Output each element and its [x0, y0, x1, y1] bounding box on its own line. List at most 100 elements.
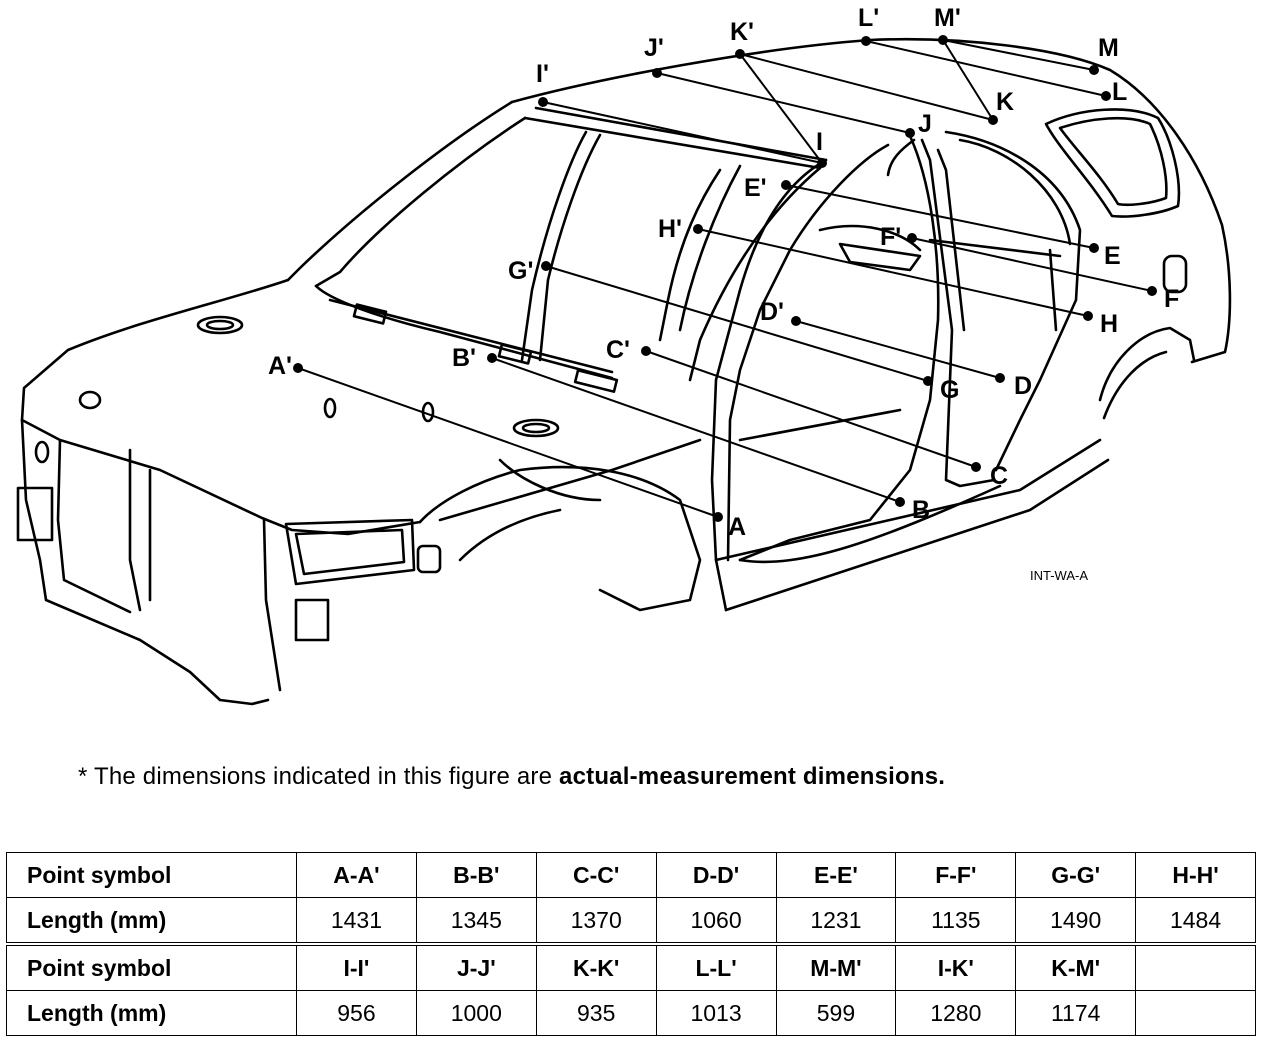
point-h-dot: [1083, 311, 1093, 321]
point-j-dot: [905, 128, 915, 138]
line-f: [911, 237, 1153, 292]
point-k-prime-dot: [735, 49, 745, 59]
length-cell: 1060: [655, 897, 777, 945]
length-cell: 1231: [775, 897, 897, 945]
length-cell: 956: [296, 990, 417, 1036]
symbol-cell: E-E': [775, 852, 897, 898]
dimensions-table: Point symbol A-A' B-B' C-C' D-D' E-E' F-…: [6, 852, 1256, 1036]
label-i: I: [816, 128, 823, 156]
label-d: D: [1014, 372, 1032, 400]
line-m: [942, 39, 1095, 71]
label-h-prime: H': [658, 215, 682, 243]
point-e-dot: [1089, 243, 1099, 253]
symbol-cell: L-L': [655, 942, 777, 991]
label-c: C: [990, 462, 1008, 490]
line-b: [491, 357, 901, 503]
empty-cell: [1135, 990, 1256, 1036]
point-m-dot: [1089, 65, 1099, 75]
label-b: B: [912, 496, 930, 524]
length-cell: 1280: [895, 990, 1017, 1036]
length-cell: 1370: [535, 897, 657, 945]
label-i-prime: I': [536, 60, 549, 88]
length-cell: 1431: [296, 897, 417, 945]
label-l: L: [1112, 78, 1127, 106]
length-cell: 1174: [1015, 990, 1137, 1036]
label-b-prime: B': [452, 344, 476, 372]
line-k: [739, 53, 994, 121]
label-e-prime: E': [744, 174, 767, 202]
label-h: H: [1100, 310, 1118, 338]
point-d-prime-dot: [791, 316, 801, 326]
point-e-prime-dot: [781, 180, 791, 190]
car-body-outline: [16, 37, 1232, 706]
point-m-prime-dot: [938, 35, 948, 45]
point-f-prime-dot: [907, 233, 917, 243]
symbol-cell: B-B': [415, 852, 537, 898]
line-d: [795, 320, 1001, 379]
symbol-row-1: Point symbol A-A' B-B' C-C' D-D' E-E' F-…: [6, 852, 1256, 898]
symbol-row-2: Point symbol I-I' J-J' K-K' L-L' M-M' I-…: [6, 942, 1256, 991]
empty-cell: [1135, 942, 1256, 991]
length-cell: 935: [535, 990, 657, 1036]
label-a-prime: A': [268, 352, 292, 380]
label-f-prime: F': [880, 223, 901, 251]
length-row-2: Length (mm) 956 1000 935 1013 599 1280 1…: [6, 990, 1256, 1036]
symbol-cell: A-A': [296, 852, 417, 898]
point-k-dot: [988, 115, 998, 125]
note-prefix: * The dimensions indicated in this figur…: [78, 763, 560, 790]
label-m-prime: M': [934, 4, 961, 32]
line-l: [865, 40, 1107, 97]
line-g: [545, 265, 929, 382]
point-g-dot: [923, 376, 933, 386]
point-d-dot: [995, 373, 1005, 383]
line-a: [297, 367, 719, 518]
symbol-cell: D-D': [655, 852, 777, 898]
line-i-k: [739, 53, 823, 164]
point-l-dot: [1101, 91, 1111, 101]
label-f: F: [1164, 285, 1179, 313]
line-j: [656, 72, 911, 134]
point-g-prime-dot: [541, 261, 551, 271]
label-k: K: [996, 88, 1014, 116]
symbol-cell: K-K': [535, 942, 657, 991]
symbol-cell: I-K': [895, 942, 1017, 991]
label-m: M: [1098, 34, 1119, 62]
length-row-1: Length (mm) 1431 1345 1370 1060 1231 113…: [6, 897, 1256, 945]
label-d-prime: D': [760, 298, 784, 326]
car-body-diagram: A A' B B' C C' D D' E E' F F' G G' H H' …: [16, 4, 1232, 706]
symbol-cell: J-J': [415, 942, 537, 991]
point-b-prime-dot: [487, 353, 497, 363]
point-j-prime-dot: [652, 68, 662, 78]
line-e: [785, 184, 1095, 249]
symbol-cell: M-M': [775, 942, 897, 991]
point-labels: A A' B B' C C' D D' E E' F F' G G' H H' …: [268, 4, 1179, 541]
row-header-symbol: Point symbol: [6, 852, 297, 898]
label-g: G: [940, 376, 959, 404]
length-cell: 599: [775, 990, 897, 1036]
symbol-cell: H-H': [1135, 852, 1256, 898]
point-i-prime-dot: [538, 97, 548, 107]
point-f-dot: [1147, 286, 1157, 296]
label-l-prime: L': [858, 4, 879, 32]
label-g-prime: G': [508, 257, 533, 285]
point-c-dot: [971, 462, 981, 472]
point-a-dot: [713, 512, 723, 522]
symbol-cell: C-C': [535, 852, 657, 898]
length-cell: 1484: [1135, 897, 1256, 945]
line-i: [542, 101, 823, 164]
point-c-prime-dot: [641, 346, 651, 356]
length-cell: 1345: [415, 897, 537, 945]
label-a: A: [728, 513, 746, 541]
symbol-cell: G-G': [1015, 852, 1137, 898]
point-b-dot: [895, 497, 905, 507]
note-emphasis: actual-measurement dimensions.: [559, 763, 946, 790]
line-c: [645, 350, 977, 468]
line-h: [697, 228, 1089, 317]
dimension-note: * The dimensions indicated in this figur…: [78, 763, 945, 791]
row-header-symbol: Point symbol: [6, 942, 297, 991]
length-cell: 1135: [895, 897, 1017, 945]
label-j-prime: J': [644, 34, 664, 62]
label-c-prime: C': [606, 336, 630, 364]
symbol-cell: F-F': [895, 852, 1017, 898]
point-l-prime-dot: [861, 36, 871, 46]
